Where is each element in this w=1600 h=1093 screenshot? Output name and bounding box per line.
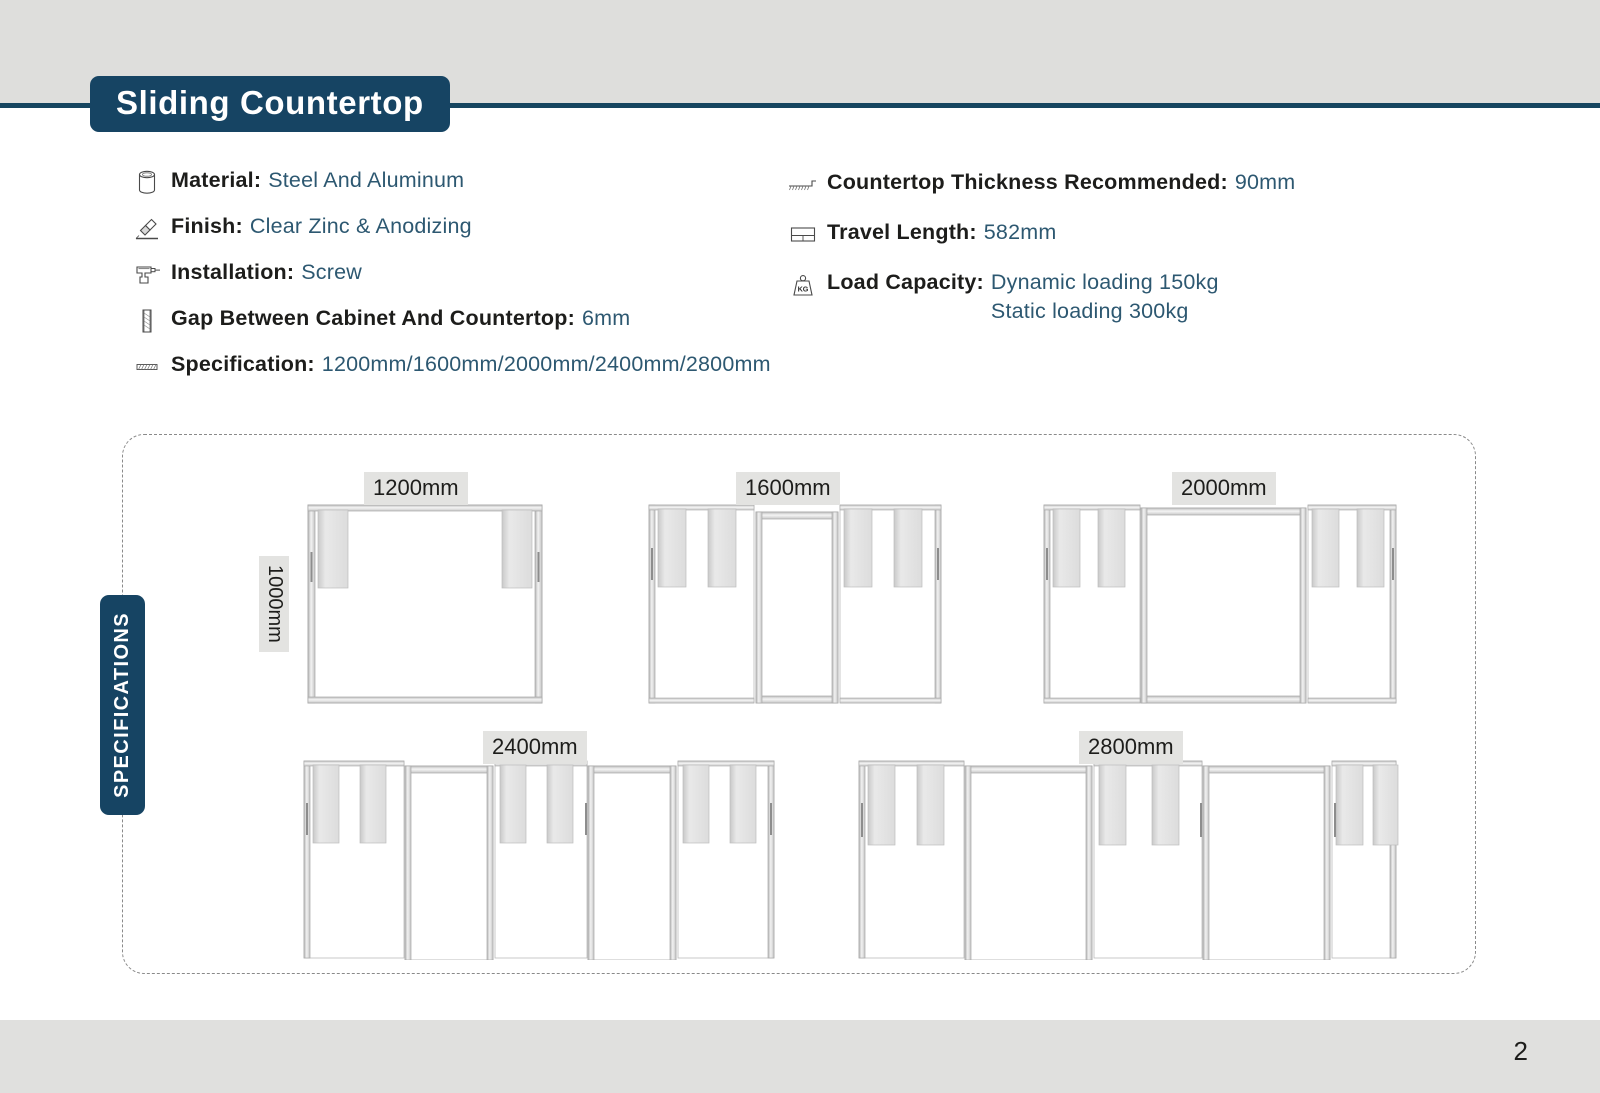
spec-label: Travel Length: <box>827 220 977 244</box>
cylinder-can-icon <box>132 170 162 196</box>
dim-label-height: 1000mm <box>259 556 289 652</box>
dim-label-1600: 1600mm <box>736 472 840 505</box>
hatched-strip-icon <box>132 354 162 380</box>
spec-row-travel-length: Travel Length: 582mm <box>788 220 1388 248</box>
spec-value-lines: Dynamic loading 150kg Static loading 300… <box>991 270 1219 324</box>
dim-label-2800: 2800mm <box>1079 731 1183 764</box>
spec-row-thickness: Countertop Thickness Recommended: 90mm <box>788 170 1388 198</box>
spec-label: Load Capacity: <box>827 270 984 294</box>
gap-bar-icon <box>132 308 162 334</box>
frame-1600-drawing <box>645 500 945 708</box>
dim-label-2400: 2400mm <box>483 731 587 764</box>
page-number: 2 <box>1513 1036 1528 1066</box>
svg-text:KG: KG <box>798 285 809 294</box>
dim-label-2000: 2000mm <box>1172 472 1276 505</box>
spec-list-right: Countertop Thickness Recommended: 90mm T… <box>788 170 1388 346</box>
spec-value: Clear Zinc & Anodizing <box>249 214 472 238</box>
spec-value: 90mm <box>1234 170 1296 194</box>
spec-value: Steel And Aluminum <box>268 168 465 192</box>
spec-label: Gap Between Cabinet And Countertop: <box>171 306 575 330</box>
spec-value: Screw <box>301 260 362 284</box>
footer-band <box>0 1020 1600 1093</box>
countertop-thickness-icon <box>788 172 818 198</box>
side-tab-specifications: SPECIFICATIONS <box>100 595 145 815</box>
spec-value: 1200mm/1600mm/2000mm/2400mm/2800mm <box>321 352 771 376</box>
spec-row-specification: Specification: 1200mm/1600mm/2000mm/2400… <box>132 352 772 380</box>
spec-value: 6mm <box>581 306 631 330</box>
spec-row-installation: Installation: Screw <box>132 260 772 288</box>
kg-weight-icon: KG <box>788 272 818 298</box>
spec-row-load-capacity: KG Load Capacity: Dynamic loading 150kg … <box>788 270 1388 324</box>
header-rule <box>0 103 1600 108</box>
paint-brush-icon <box>132 216 162 242</box>
frame-2400-drawing <box>300 757 778 960</box>
spec-value: 582mm <box>983 220 1057 244</box>
load-line-dynamic: Dynamic loading 150kg <box>990 270 1219 294</box>
travel-length-icon <box>788 222 818 248</box>
load-line-static: Static loading 300kg <box>990 299 1189 323</box>
spec-label: Finish: <box>171 214 243 238</box>
spec-list-left: Material: Steel And Aluminum Finish: Cle… <box>132 168 772 398</box>
side-tab-label: SPECIFICATIONS <box>111 612 133 798</box>
frame-2000-drawing <box>1040 500 1400 708</box>
spec-row-material: Material: Steel And Aluminum <box>132 168 772 196</box>
frame-2800-drawing <box>855 757 1400 960</box>
page-title: Sliding Countertop <box>90 76 450 133</box>
spec-label: Countertop Thickness Recommended: <box>827 170 1228 194</box>
spec-label: Installation: <box>171 260 295 284</box>
dim-label-1200: 1200mm <box>364 472 468 505</box>
frame-1200-drawing <box>300 500 550 708</box>
power-drill-icon <box>132 262 162 288</box>
spec-row-gap: Gap Between Cabinet And Countertop: 6mm <box>132 306 772 334</box>
spec-row-finish: Finish: Clear Zinc & Anodizing <box>132 214 772 242</box>
spec-label: Specification: <box>171 352 315 376</box>
spec-label: Material: <box>171 168 262 192</box>
